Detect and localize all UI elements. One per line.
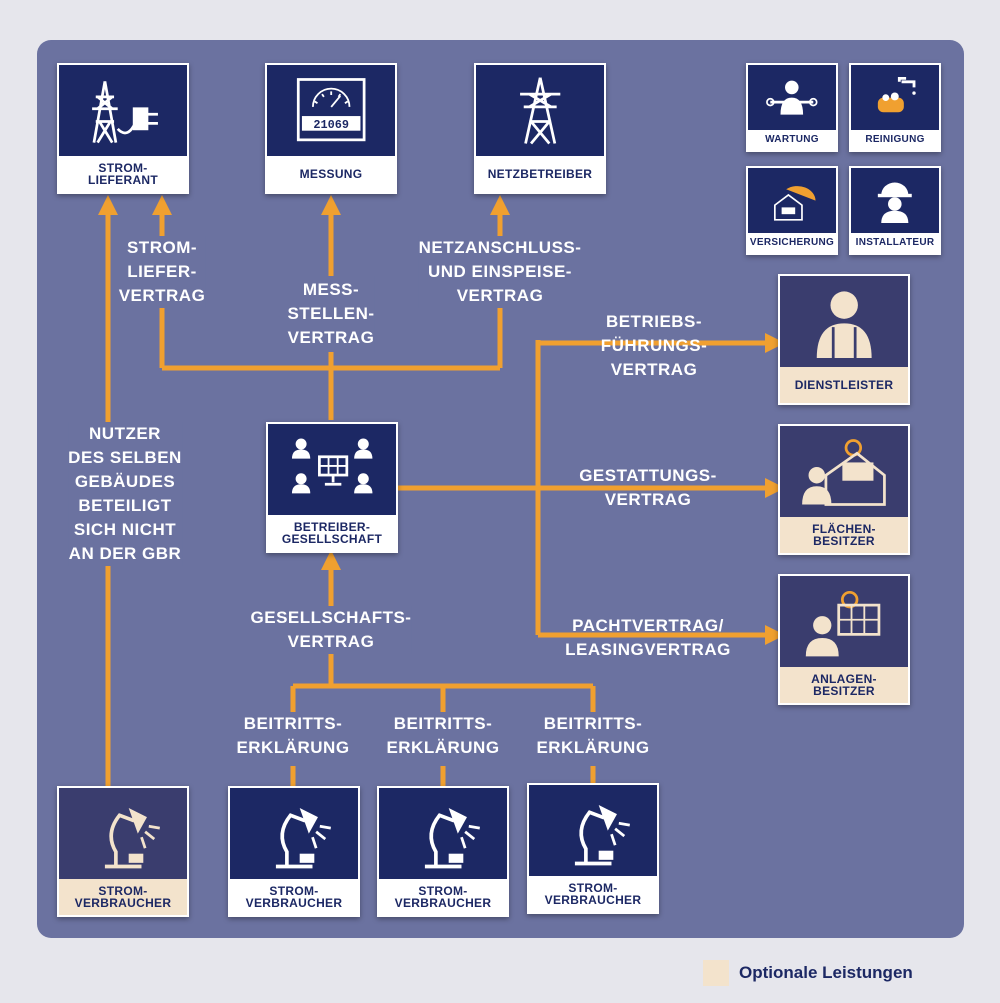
flaechenbesitzer-node: FLÄCHEN-BESITZER <box>778 424 910 555</box>
edge-label-netzanschluss: NETZANSCHLUSS-UND EINSPEISE-VERTRAG <box>418 236 582 308</box>
stromverbraucher-node-1: STROM-VERBRAUCHER <box>228 786 360 917</box>
power-tower-plug-icon <box>91 81 158 144</box>
versicherung-label: VERSICHERUNG <box>748 232 836 253</box>
netzbetreiber-label: NETZBETREIBER <box>476 156 604 192</box>
edge-label-beitritt-2: BEITRITTS-ERKLÄRUNG <box>386 714 500 757</box>
netzbetreiber-node: NETZBETREIBER <box>474 63 606 194</box>
person-solar-icon <box>805 591 881 657</box>
wartung-label: WARTUNG <box>748 129 836 150</box>
meter-readout: 21069 <box>313 118 349 132</box>
installateur-node: INSTALLATEUR <box>849 166 941 255</box>
edge-label-betriebsfuehrung: BETRIEBS-FÜHRUNGS-VERTRAG <box>600 312 708 379</box>
edge-label-beitritt-3: BEITRITTS-ERKLÄRUNG <box>536 714 650 757</box>
stromverbraucher-label-1: STROM-VERBRAUCHER <box>230 879 358 915</box>
anlagenbesitzer-label: ANLAGEN-BESITZER <box>780 667 908 703</box>
versicherung-node: VERSICHERUNG <box>746 166 838 255</box>
edge-label-gesellschaft: GESELLSCHAFTS-VERTRAG <box>250 606 412 654</box>
group-solar-icon <box>291 438 373 494</box>
edge-label-gestattung: GESTATTUNGS-VERTRAG <box>579 466 717 509</box>
betreibergesellschaft-node: BETREIBER-GESELLSCHAFT <box>266 422 398 553</box>
legend: Optionale Leistungen <box>703 960 913 986</box>
betreibergesellschaft-label: BETREIBER-GESELLSCHAFT <box>268 515 396 551</box>
stromlieferant-label: STROM-LIEFERANT <box>59 156 187 192</box>
edge-label-pacht: PACHTVERTRAG/LEASINGVERTRAG <box>565 616 731 659</box>
lamp-icon <box>104 808 160 869</box>
stromverbraucher-optional-node: STROM-VERBRAUCHER <box>57 786 189 917</box>
dienstleister-node: DIENSTLEISTER <box>778 274 910 405</box>
lamp-icon <box>574 805 630 866</box>
edge-label-stromliefervertrag: STROM-LIEFER-VERTRAG <box>118 236 206 308</box>
stromverbraucher-node-3: STROM-VERBRAUCHER <box>527 783 659 914</box>
installateur-label: INSTALLATEUR <box>851 232 939 253</box>
edge-label-beitritt-1: BEITRITTS-ERKLÄRUNG <box>236 714 350 757</box>
house-solar-icon <box>801 439 886 507</box>
mechanic-icon <box>766 80 818 115</box>
edge-label-messstellenvertrag: MESS-STELLEN-VERTRAG <box>287 276 375 352</box>
anlagenbesitzer-node: ANLAGEN-BESITZER <box>778 574 910 705</box>
legend-label: Optionale Leistungen <box>739 963 913 982</box>
stromverbraucher-label-2: STROM-VERBRAUCHER <box>379 879 507 915</box>
meter-icon: 21069 <box>296 78 366 142</box>
flaechenbesitzer-label: FLÄCHEN-BESITZER <box>780 517 908 553</box>
stromverbraucher-node-2: STROM-VERBRAUCHER <box>377 786 509 917</box>
insurance-umbrella-icon <box>774 185 816 221</box>
hardhat-worker-icon <box>878 182 912 223</box>
dienstleister-label: DIENSTLEISTER <box>780 367 908 403</box>
reinigung-node: REINIGUNG <box>849 63 941 152</box>
wartung-node: WARTUNG <box>746 63 838 152</box>
lamp-icon <box>275 808 331 869</box>
messung-label: MESSUNG <box>267 156 395 192</box>
power-tower-icon <box>519 77 561 145</box>
stromverbraucher-label-3: STROM-VERBRAUCHER <box>529 876 657 912</box>
messung-node: 21069 MESSUNG <box>265 63 397 194</box>
cleaning-icon <box>878 76 916 112</box>
reinigung-label: REINIGUNG <box>851 129 939 150</box>
legend-swatch-optional <box>703 960 729 986</box>
stromverbraucher-optional-label: STROM-VERBRAUCHER <box>59 879 187 915</box>
worker-icon <box>816 291 872 359</box>
lamp-icon <box>424 808 480 869</box>
stromlieferant-node: STROM-LIEFERANT <box>57 63 189 194</box>
